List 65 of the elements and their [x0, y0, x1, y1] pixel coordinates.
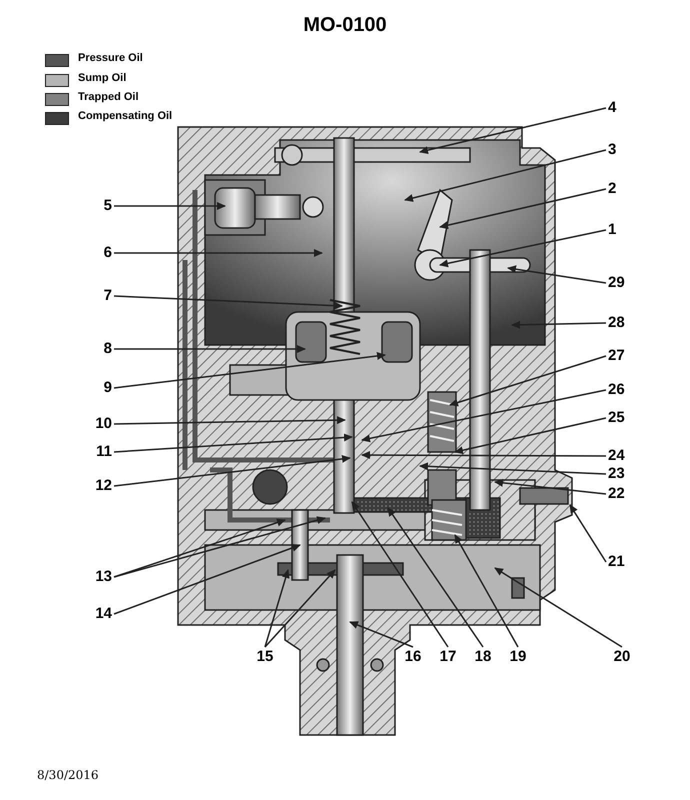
- callout-number: 1: [608, 221, 636, 239]
- callout-number: 10: [84, 415, 112, 433]
- leader-line: [114, 416, 346, 425]
- callout-number: 21: [608, 553, 636, 571]
- callout-number: 23: [608, 465, 636, 483]
- callout-number: 12: [84, 477, 112, 495]
- callout-number: 15: [251, 648, 279, 666]
- leader-line: [114, 516, 326, 578]
- leader-line: [454, 417, 606, 454]
- callout-number: 9: [84, 379, 112, 397]
- callout-number: 14: [84, 605, 112, 623]
- leader-line: [507, 265, 606, 284]
- leader-line: [114, 352, 386, 389]
- callout-number: 8: [84, 340, 112, 358]
- leader-line: [114, 544, 301, 615]
- callout-number: 28: [608, 314, 636, 332]
- callout-number: 4: [608, 99, 636, 117]
- leader-line: [439, 229, 606, 268]
- legend-label: Sump Oil: [78, 72, 126, 84]
- date-label: 8/30/2016: [37, 768, 99, 782]
- leader-line: [511, 320, 606, 329]
- leader-line: [114, 434, 353, 453]
- leader-line: [454, 534, 519, 648]
- leader-line: [569, 504, 607, 562]
- callout-number: 2: [608, 180, 636, 198]
- callout-number: 11: [84, 443, 112, 461]
- leader-line: [114, 295, 343, 310]
- callout-number: 3: [608, 141, 636, 159]
- leader-line: [404, 149, 606, 202]
- title: MO-0100: [302, 14, 388, 37]
- leader-line: [419, 462, 606, 475]
- leader-line: [114, 345, 306, 353]
- leader-line: [361, 389, 606, 442]
- callout-number: 6: [84, 244, 112, 262]
- callout-number: 26: [608, 381, 636, 399]
- leader-line: [114, 454, 351, 487]
- leader-line: [114, 202, 226, 210]
- leader-line: [349, 621, 414, 648]
- leader-line: [387, 507, 484, 648]
- callout-number: 27: [608, 347, 636, 365]
- callout-number: 7: [84, 287, 112, 305]
- leader-line: [439, 188, 606, 230]
- leader-line: [449, 355, 606, 406]
- legend-label: Compensating Oil: [78, 110, 172, 122]
- callout-number: 17: [434, 648, 462, 666]
- leader-line: [114, 249, 323, 257]
- callout-number: 24: [608, 447, 636, 465]
- callout-number: 25: [608, 409, 636, 427]
- leader-line: [361, 451, 606, 460]
- callout-number: 5: [84, 197, 112, 215]
- leader-line: [494, 478, 606, 495]
- legend-label: Trapped Oil: [78, 91, 139, 103]
- leader-line: [264, 569, 336, 648]
- callout-number: 22: [608, 485, 636, 503]
- leader-line: [419, 107, 606, 154]
- callout-number: 19: [504, 648, 532, 666]
- leader-line: [264, 569, 290, 648]
- callout-number: 16: [399, 648, 427, 666]
- callout-number: 13: [84, 568, 112, 586]
- legend-label: Pressure Oil: [78, 52, 143, 64]
- callout-number: 18: [469, 648, 497, 666]
- callout-number: 29: [608, 274, 636, 292]
- callout-number: 20: [608, 648, 636, 666]
- leader-line: [351, 501, 449, 648]
- leader-line: [494, 567, 622, 648]
